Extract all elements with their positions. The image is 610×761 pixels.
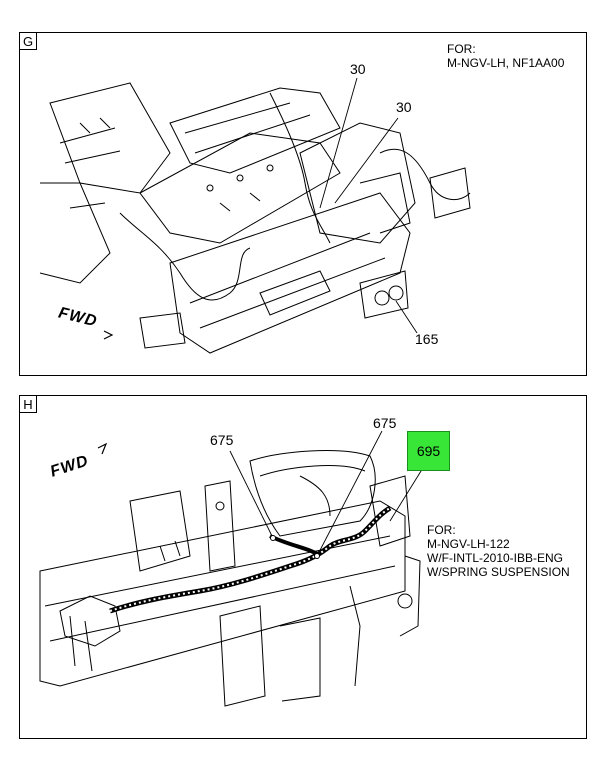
panel-h-note-line3: W/F-INTL-2010-IBB-ENG — [427, 551, 564, 565]
panel-h-note-line4: W/SPRING SUSPENSION — [427, 565, 570, 579]
panel-h-letter: H — [20, 396, 37, 413]
callout-30-b: 30 — [396, 99, 412, 115]
panel-g-letter: G — [20, 33, 37, 50]
fwd-arrow-icon-h — [97, 442, 108, 455]
panel-g: G FOR: M-NGV-LH, NF1AA00 — [19, 32, 587, 376]
leader-165 — [395, 300, 418, 334]
frame-assembly-drawing — [39, 77, 471, 354]
callout-165: 165 — [415, 331, 439, 347]
panel-h: H — [19, 395, 587, 739]
leader-695 — [389, 462, 427, 522]
leader-30-b — [334, 117, 399, 204]
leader-675-b — [316, 430, 383, 557]
panel-g-note-line2: M-NGV-LH, NF1AA00 — [447, 56, 565, 70]
panel-g-note-line1: FOR: — [447, 42, 476, 56]
panel-h-note-line2: M-NGV-LH-122 — [427, 537, 510, 551]
harness-conduit — [109, 505, 392, 614]
fwd-arrow-icon-g — [103, 330, 114, 340]
callout-30-a: 30 — [350, 61, 366, 77]
leader-30-a — [319, 77, 358, 209]
callout-675-a: 675 — [210, 432, 234, 448]
callout-695-highlighted[interactable]: 695 — [407, 431, 450, 471]
panel-h-note-line1: FOR: — [427, 523, 456, 537]
harness-routing-drawing — [39, 430, 427, 707]
callout-675-b: 675 — [373, 415, 397, 431]
leader-675-a — [229, 450, 274, 539]
